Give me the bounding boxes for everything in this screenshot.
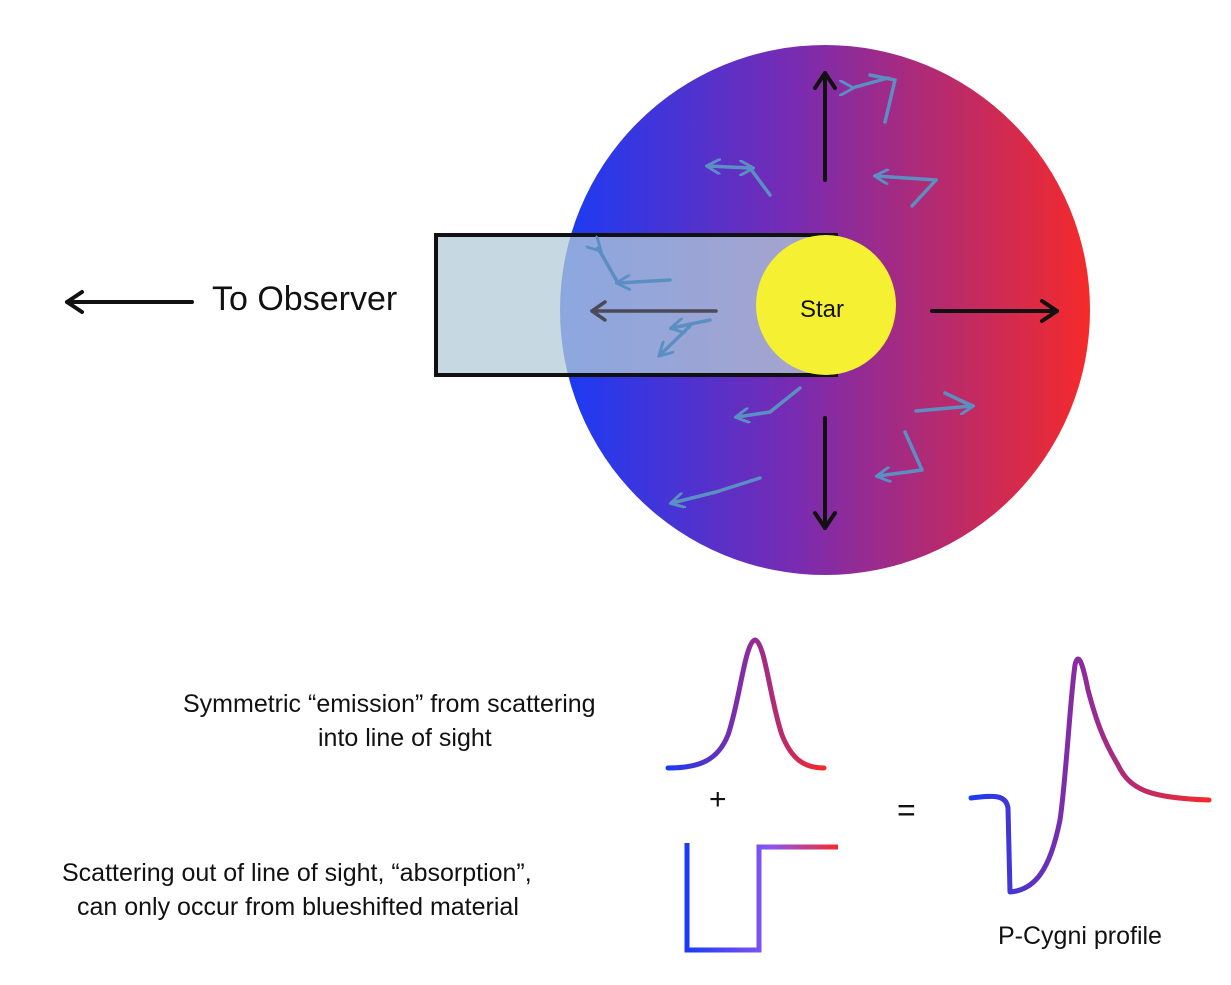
photon-path: [876, 176, 938, 180]
p-cygni-profile-curve: [968, 656, 1212, 895]
photon-path: [737, 386, 802, 417]
plus-sign: +: [709, 783, 727, 816]
p-cygni-profile-label: P-Cygni profile: [998, 922, 1162, 950]
photon-path: [708, 166, 752, 168]
photon-path: [868, 73, 897, 124]
emission-profile-curve: [665, 637, 827, 771]
photon-path: [910, 178, 938, 208]
line-of-sight-arrow: [590, 300, 718, 322]
absorption-profile-curve: [684, 843, 838, 953]
to-observer-label: To Observer: [212, 280, 398, 318]
photon-path: [852, 76, 890, 88]
absorption-caption-line2: can only occur from blueshifted material: [77, 893, 519, 921]
photon-path: [914, 406, 972, 411]
photon-path: [878, 430, 924, 476]
star-label: Star: [800, 296, 845, 323]
photon-path: [943, 391, 974, 408]
emission-caption-line1: Symmetric “emission” from scattering: [183, 690, 596, 718]
photon-path: [598, 248, 620, 285]
photon-path: [672, 476, 762, 503]
photon-path: [660, 324, 692, 355]
photon-path: [750, 168, 772, 197]
emission-caption-line2: into line of sight: [318, 724, 492, 752]
photon-path: [618, 280, 672, 283]
absorption-caption-line1: Scattering out of line of sight, “absorp…: [62, 859, 532, 887]
velocity-arrows: [65, 71, 1059, 530]
scattered-photons: [598, 73, 974, 503]
star: [756, 235, 896, 375]
photon-path: [672, 320, 712, 328]
equals-sign: =: [897, 792, 916, 828]
